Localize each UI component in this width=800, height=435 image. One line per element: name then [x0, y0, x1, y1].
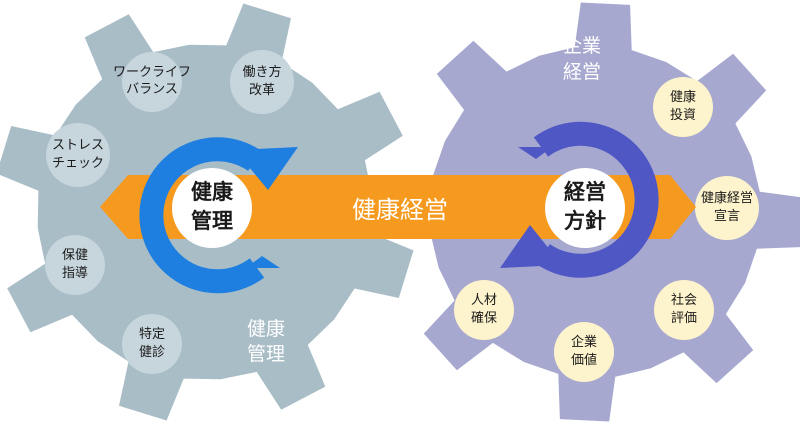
left-item-circle [230, 50, 294, 114]
right-item-social-line1: 社会 [671, 292, 697, 308]
left-item-stress-line1: ストレス [52, 138, 104, 153]
right-item-investment-line2: 投資 [670, 107, 696, 123]
left-item-checkup-line1: 特定 [139, 327, 165, 342]
right-gear-label-line2: 経営 [563, 61, 601, 83]
left-gear-label-line1: 健康 [247, 318, 285, 340]
right-item-circle [554, 322, 614, 382]
right-item-circle [653, 77, 713, 137]
right-center-line2: 方針 [564, 209, 606, 233]
right-item-circle [654, 280, 714, 340]
left-item-work-style-line2: 改革 [249, 83, 275, 98]
left-center-line2: 管理 [191, 209, 233, 233]
arrow-label: 健康経営 [352, 196, 448, 224]
right-center-line1: 経営 [564, 180, 606, 204]
left-item-work-style-line1: 働き方 [242, 64, 281, 80]
right-item-talent-line2: 確保 [471, 310, 497, 326]
right-item-social-line2: 評価 [671, 311, 697, 326]
right-item-circle [695, 176, 759, 240]
left-item-circle [45, 235, 105, 295]
right-item-investment-line1: 健康 [670, 89, 696, 105]
right-item-declaration-line2: 宣言 [714, 208, 740, 224]
left-item-guidance-line2: 指導 [62, 266, 88, 281]
right-item-value-line2: 価値 [571, 352, 597, 368]
right-gear-label-line1: 企業 [563, 35, 601, 57]
left-item-circle [122, 314, 182, 374]
right-item-declaration-line1: 健康経営 [701, 190, 753, 206]
left-item-work-life-line1: ワークライフ [113, 65, 191, 80]
left-item-guidance-line1: 保健 [62, 248, 88, 263]
right-item-talent-line1: 人材 [471, 293, 497, 308]
left-item-checkup-line2: 健診 [139, 344, 165, 360]
left-item-circle [46, 123, 110, 187]
right-item-circle [454, 280, 514, 340]
left-center-line1: 健康 [191, 180, 234, 204]
left-item-work-life-line2: バランス [126, 82, 178, 97]
right-item-value-line1: 企業 [571, 334, 597, 350]
left-item-stress-line2: チェック [52, 156, 104, 171]
left-gear-label-line2: 管理 [247, 343, 285, 365]
